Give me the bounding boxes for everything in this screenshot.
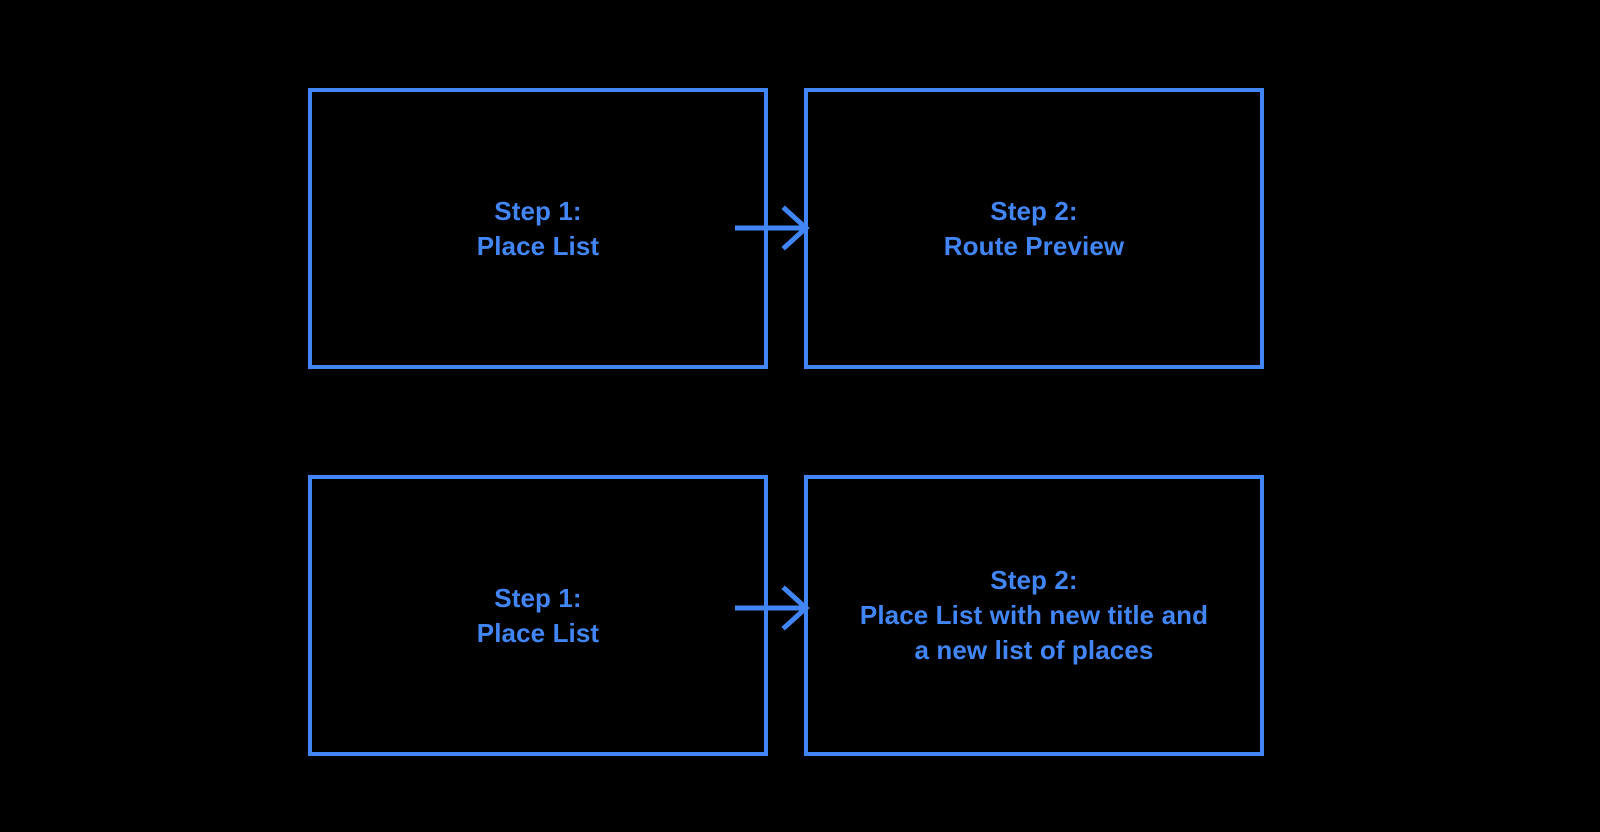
step-box-place-list-top[interactable]: Step 1: Place List [308,88,768,369]
step-box-place-list-bottom[interactable]: Step 1: Place List [308,475,768,756]
step-box-label: Step 1: Place List [476,582,600,648]
arrow-head-top-icon [781,205,810,251]
step-box-label: Step 2: Place List with new title and a … [859,565,1209,665]
step-box-route-preview[interactable]: Step 2: Route Preview [804,88,1264,369]
connector-arrow-top [735,205,810,251]
step-box-label: Step 2: Route Preview [943,195,1125,261]
flow-row-new-place-list: Step 1: Place List Step 2: Place List wi… [0,475,1600,756]
step-box-new-place-list[interactable]: Step 2: Place List with new title and a … [804,475,1264,756]
connector-arrow-bottom [735,585,810,631]
arrow-head-bottom-icon [781,585,810,631]
flow-row-route-preview: Step 1: Place List Step 2: Route Preview [0,88,1600,369]
step-box-label: Step 1: Place List [476,195,600,261]
